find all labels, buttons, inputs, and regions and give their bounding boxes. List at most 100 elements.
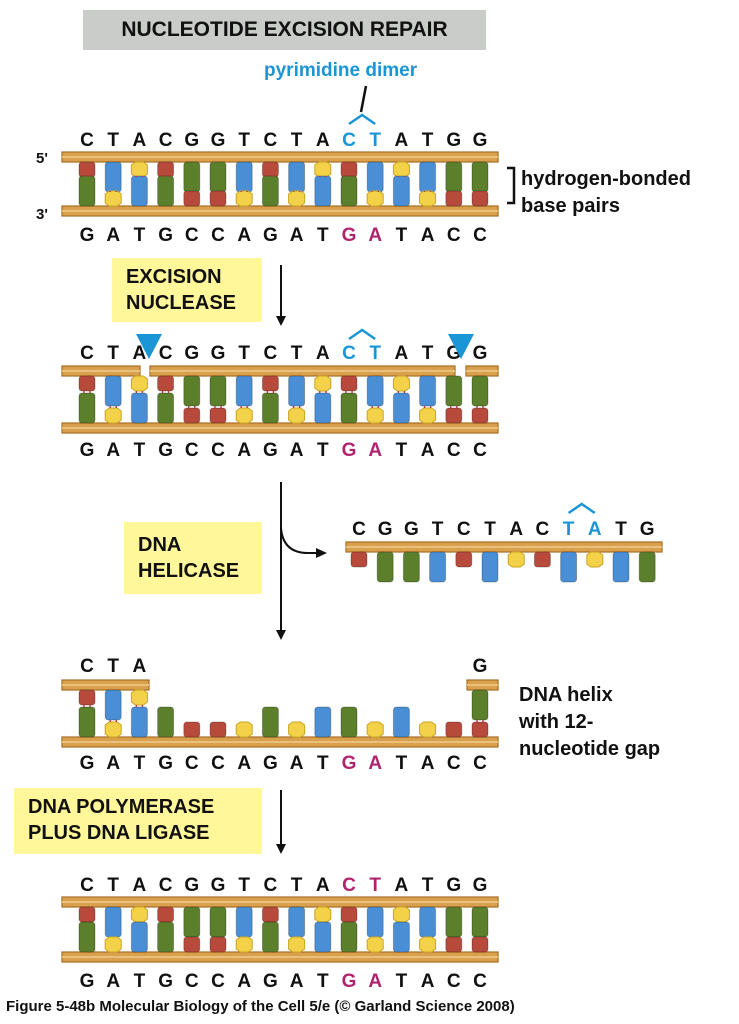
stage2-top-base-1	[104, 375, 122, 407]
stage1-top-letter-6: T	[238, 130, 250, 151]
stage2-bottom-base-4	[183, 407, 201, 424]
stage2-top-base-7	[261, 375, 279, 392]
stage3-bottom-letter-6: A	[237, 753, 251, 774]
stage1-bottom-letter-6: A	[237, 225, 251, 246]
stage4-top-letter-4: G	[184, 875, 199, 896]
fragment-letter-9: A	[588, 519, 602, 540]
stage1-top-letter-9: A	[316, 130, 330, 151]
stage3-top-base-1	[104, 689, 122, 721]
stage4-top-letter-1: T	[107, 875, 119, 896]
stage3-bottom-letter-9: T	[317, 753, 329, 774]
gap-label-line-2: with 12-	[519, 711, 594, 733]
bracket-label-line-2: base pairs	[521, 195, 620, 217]
stage1-top-letter-2: A	[133, 130, 147, 151]
fragment-letter-11: G	[640, 519, 655, 540]
step-excision-nuclease: EXCISION NUCLEASE	[112, 258, 262, 322]
stage1-top-base-6	[235, 161, 253, 193]
stage1-bottom-letter-8: A	[290, 225, 304, 246]
stage3-bottom-base-7	[261, 706, 279, 738]
stage4-bottom-base-5	[209, 936, 227, 953]
stage2-top-base-0	[78, 375, 96, 392]
stage3-bottom-base-3	[157, 706, 175, 738]
stage1-top-letter-4: G	[184, 130, 199, 151]
stage4-bottom-letter-3: G	[158, 971, 173, 992]
stage1-bottom-base-12	[392, 175, 410, 207]
stage2-top-letter-4: G	[184, 343, 199, 364]
stage2-bottom-base-11	[366, 407, 384, 424]
stage4-top-base-8	[288, 906, 306, 938]
stage2-top-letter-7: C	[264, 343, 278, 364]
stage3-bottom-base-9	[314, 706, 332, 738]
stage1-bottom-letter-15: C	[473, 225, 487, 246]
stage3-bottom-letter-12: T	[396, 753, 408, 774]
stage3-bottom-letter-4: C	[185, 753, 199, 774]
stage4-top-letter-3: C	[159, 875, 173, 896]
stage1-top-letter-10: C	[342, 130, 356, 151]
stage4-top-letter-14: G	[446, 875, 461, 896]
stage2-dimer-caret	[348, 328, 376, 341]
stage4-bottom-letter-9: T	[317, 971, 329, 992]
stage1-top-base-0	[78, 161, 96, 178]
fragment-letter-5: T	[484, 519, 496, 540]
stage1-bottom-letter-10: G	[342, 225, 357, 246]
stage2-top-base-9	[314, 375, 332, 392]
stage2-bottom-letter-3: G	[158, 440, 173, 461]
fragment-base-3	[429, 551, 447, 583]
stage3-bottom-letter-15: C	[473, 753, 487, 774]
stage4-top-base-2	[130, 906, 148, 923]
stage2-bottom-base-6	[235, 407, 253, 424]
fragment-base-1	[376, 551, 394, 583]
stage1-bottom-letter-14: C	[447, 225, 461, 246]
stage1-top-letter-14: G	[446, 130, 461, 151]
stage4-bottom-base-2	[130, 921, 148, 953]
stage2-bottom-base-15	[471, 407, 489, 424]
stage3-bottom-letter-3: G	[158, 753, 173, 774]
stage1-top-letter-12: A	[395, 130, 409, 151]
three-prime-label: 3'	[36, 206, 48, 223]
excision-cut-right	[448, 334, 474, 359]
fragment-letter-0: C	[352, 519, 366, 540]
stage3-bottom-base-0	[78, 706, 96, 738]
stage4-bottom-base-10	[340, 921, 358, 953]
stage3-bottom-base-10	[340, 706, 358, 738]
stage2-top-letter-2: A	[133, 343, 147, 364]
bracket-label-line-1: hydrogen-bonded	[521, 168, 691, 190]
stage1-bottom-base-10	[340, 175, 358, 207]
stage1-bottom-base-5	[209, 190, 227, 207]
stage2-bottom-letter-10: G	[342, 440, 357, 461]
stage2-bottom-base-2	[130, 392, 148, 424]
arrow-2-head	[276, 630, 286, 640]
stage1-top-letter-15: G	[473, 130, 488, 151]
stage1-top-letter-0: C	[80, 130, 94, 151]
stage2-top-letter-6: T	[238, 343, 250, 364]
arrow-3-head	[276, 844, 286, 854]
stage3-bottom-base-8	[288, 721, 306, 738]
gap-label: DNA helix with 12- nucleotide gap	[519, 682, 660, 763]
stage4-bottom-base-15	[471, 936, 489, 953]
stage1-bottom-base-6	[235, 190, 253, 207]
step-helicase-line-1: DNA	[138, 534, 182, 556]
stage1-top-letter-3: C	[159, 130, 173, 151]
stage2-bottom-letter-7: G	[263, 440, 278, 461]
stage3-bottom-base-11	[366, 721, 384, 738]
stage2-top-base-6	[235, 375, 253, 407]
stage4-top-base-13	[419, 906, 437, 938]
stage2-top-letter-13: T	[422, 343, 434, 364]
stage4-bottom-letter-14: C	[447, 971, 461, 992]
stage3-bottom-letter-2: T	[134, 753, 146, 774]
fragment-letter-7: C	[536, 519, 550, 540]
stage4-bottom-letter-13: A	[421, 971, 435, 992]
stage4-top-base-0	[78, 906, 96, 923]
stage4-bottom-base-14	[445, 936, 463, 953]
stage2-bottom-letter-14: C	[447, 440, 461, 461]
stage1-top-letter-13: T	[422, 130, 434, 151]
stage2-top-base-2	[130, 375, 148, 392]
stage4-bottom-base-1	[104, 936, 122, 953]
stage4-top-base-7	[261, 906, 279, 923]
stage1-bottom-letter-4: C	[185, 225, 199, 246]
fragment-base-9	[586, 551, 604, 568]
step-excision-line-2: NUCLEASE	[126, 292, 237, 314]
stage3-bottom-letter-14: C	[447, 753, 461, 774]
